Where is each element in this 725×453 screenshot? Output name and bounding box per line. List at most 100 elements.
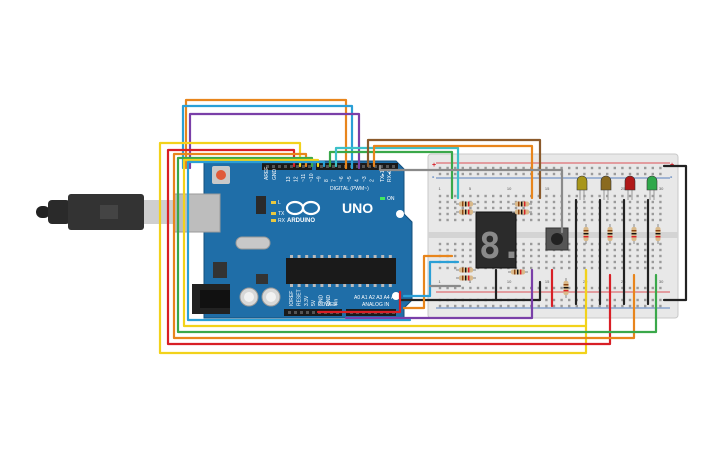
seven-segment-display: 8. <box>475 211 522 269</box>
led <box>624 175 636 200</box>
breadboard-hole <box>651 242 654 246</box>
header-pin-hole[interactable] <box>380 165 383 168</box>
breadboard-hole <box>590 260 594 264</box>
breadboard-hole <box>507 200 510 204</box>
breadboard-hole <box>552 260 556 264</box>
header-pin-hole[interactable] <box>320 165 323 168</box>
breadboard-column-number: 15 <box>545 186 550 191</box>
power-pin-label: IOREF <box>289 291 295 306</box>
chip-pin <box>290 255 293 258</box>
analog-pin-label: A4 <box>384 295 390 301</box>
breadboard-hole <box>438 286 442 290</box>
breadboard-hole <box>621 254 624 258</box>
power-pin-label: GND <box>326 295 332 307</box>
on-led <box>380 197 385 200</box>
header-pin-hole[interactable] <box>368 165 371 168</box>
header-pin-hole[interactable] <box>338 165 341 168</box>
breadboard-hole <box>507 166 510 170</box>
breadboard-column-number: 25 <box>621 186 626 191</box>
breadboard-hole <box>461 304 464 308</box>
power-pin-label: RESET <box>296 289 302 306</box>
header-pin-hole[interactable] <box>312 311 315 314</box>
breadboard-hole <box>621 266 624 270</box>
breadboard-hole <box>568 212 571 216</box>
resistor <box>456 201 476 207</box>
breadboard-hole <box>537 304 540 308</box>
breadboard-hole <box>613 194 616 198</box>
push-button-cap <box>551 233 563 245</box>
breadboard-hole <box>659 172 662 176</box>
breadboard-hole <box>476 200 480 204</box>
breadboard-column-number: 10 <box>507 186 512 191</box>
breadboard-column-number: 30 <box>659 279 664 284</box>
chip-pin <box>335 255 339 258</box>
wires <box>158 98 688 355</box>
breadboard-hole <box>606 304 609 308</box>
breadboard-hole <box>606 254 609 258</box>
breadboard-hole <box>514 166 518 170</box>
header-pin-hole[interactable] <box>266 165 269 168</box>
breadboard-hole <box>484 286 487 290</box>
breadboard-hole <box>659 248 662 252</box>
breadboard-hole <box>461 206 464 210</box>
header-pin-hole[interactable] <box>392 165 395 168</box>
breadboard-hole <box>476 172 480 176</box>
header-pin-hole[interactable] <box>332 165 335 168</box>
wire-orange-top <box>184 98 348 170</box>
breadboard-hole <box>514 304 518 308</box>
tx-pin-label: TX▸1 <box>380 170 386 182</box>
breadboard-hole <box>469 172 472 176</box>
header-pin-hole[interactable] <box>386 165 389 168</box>
header-pin-hole[interactable] <box>302 165 305 168</box>
header-pin-hole[interactable] <box>326 165 329 168</box>
wire-blue-pin8 <box>186 160 412 322</box>
breadboard-hole <box>476 304 480 308</box>
header-pin-hole[interactable] <box>290 165 293 168</box>
header-pin-hole[interactable] <box>300 311 303 314</box>
chip-pin <box>335 284 339 287</box>
header-pin-hole[interactable] <box>362 165 365 168</box>
header-pin-hole[interactable] <box>374 165 377 168</box>
breadboard-hole <box>659 266 662 270</box>
header-pin-hole[interactable] <box>278 165 281 168</box>
header-pin-hole[interactable] <box>294 311 297 314</box>
breadboard-hole <box>598 166 601 170</box>
resistor <box>583 224 589 244</box>
breadboard-hole <box>583 248 586 252</box>
header-pin-hole[interactable] <box>296 165 299 168</box>
digital-pin-label: ~3 <box>362 176 368 182</box>
header-pin-hole[interactable] <box>288 311 291 314</box>
breadboard-hole <box>590 218 594 222</box>
breadboard-hole <box>446 266 449 270</box>
breadboard-hole <box>476 166 480 170</box>
breadboard-hole <box>499 206 502 210</box>
breadboard-hole <box>590 194 594 198</box>
header-pin-hole[interactable] <box>356 165 359 168</box>
header-pin-hole[interactable] <box>272 165 275 168</box>
breadboard-hole <box>560 298 563 302</box>
breadboard-hole <box>659 254 662 258</box>
header-pin-hole[interactable] <box>308 165 311 168</box>
resistor <box>631 224 637 244</box>
breadboard-hole <box>438 200 442 204</box>
breadboard-hole <box>522 286 525 290</box>
breadboard-hole <box>613 166 616 170</box>
breadboard-hole <box>613 304 616 308</box>
header-pin-hole[interactable] <box>284 165 287 168</box>
chip-pin <box>320 284 324 287</box>
header-pin-hole[interactable] <box>306 311 309 314</box>
reset-button[interactable] <box>216 170 226 180</box>
breadboard-hole <box>560 260 563 264</box>
breadboard-hole <box>545 200 548 204</box>
breadboard-hole <box>651 260 654 264</box>
breadboard-hole <box>613 286 616 290</box>
breadboard-hole <box>545 254 548 258</box>
breadboard-hole <box>552 206 556 210</box>
breadboard-hole <box>583 206 586 210</box>
breadboard-hole <box>454 212 457 216</box>
breadboard-column-number: 10 <box>507 279 512 284</box>
breadboard-hole <box>644 212 647 216</box>
breadboard-hole <box>545 304 548 308</box>
breadboard-hole <box>530 206 533 210</box>
